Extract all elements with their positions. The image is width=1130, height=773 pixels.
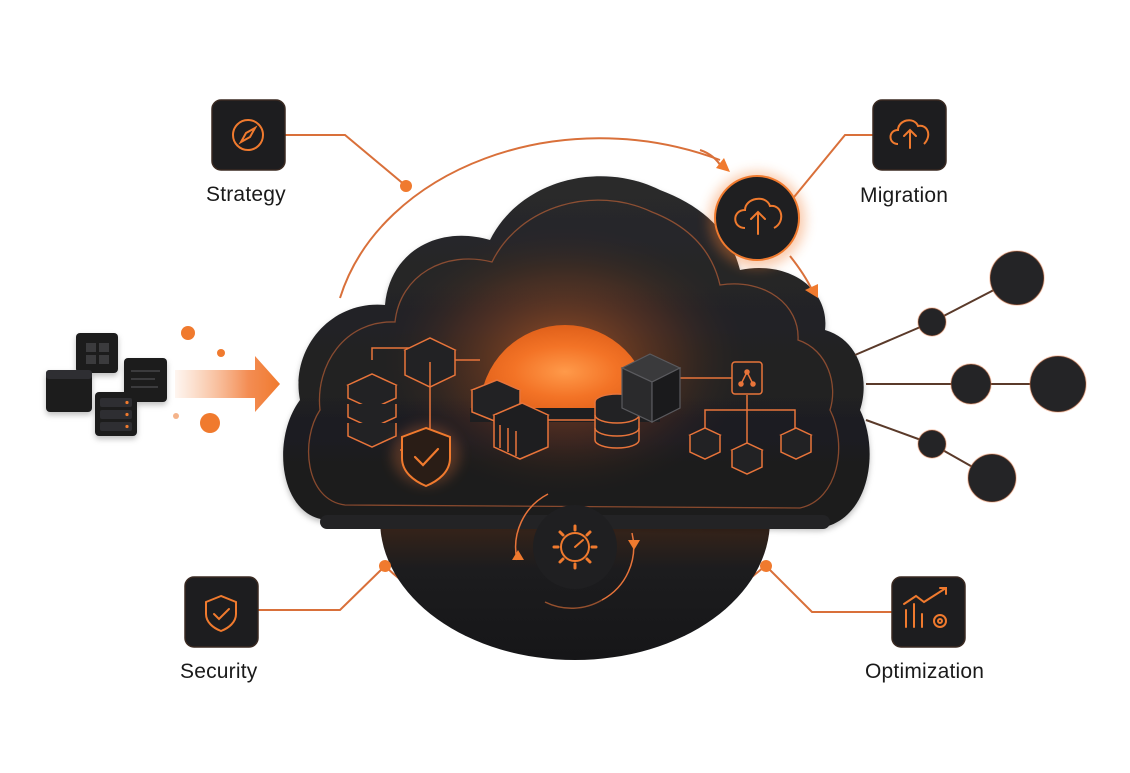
cube-icon-top xyxy=(403,337,457,388)
security-connector xyxy=(258,565,386,611)
cloud-bowl xyxy=(380,520,770,660)
strategy-node xyxy=(400,180,412,192)
security-tile xyxy=(184,576,259,648)
orbit-arc-top xyxy=(339,137,721,299)
growth-chart-gear-icon xyxy=(903,587,947,628)
strategy-tile xyxy=(211,99,286,171)
security-label: Security xyxy=(180,660,258,683)
outgoing-node-small-1 xyxy=(917,307,947,337)
gear-gauge-icon xyxy=(512,493,640,609)
core-sun xyxy=(480,325,650,410)
optimization-connector xyxy=(765,565,892,613)
small-cubes xyxy=(688,427,813,475)
cloud-upload-icon-badge xyxy=(734,197,783,235)
outgoing-node-large-2 xyxy=(1029,355,1087,413)
optimization-label: Optimization xyxy=(865,660,985,683)
outgoing-node-small-3 xyxy=(917,429,947,459)
app-window-tile xyxy=(46,370,92,412)
shield-check-icon-tile xyxy=(205,594,237,633)
cloud-upload-icon xyxy=(889,119,930,149)
compass-icon xyxy=(232,119,264,151)
app-grid-tile xyxy=(76,333,118,373)
incoming-arrow xyxy=(175,356,280,412)
migration-connector xyxy=(784,134,873,209)
server-stack-icon xyxy=(346,373,398,448)
cube-icon-large xyxy=(620,353,682,423)
migration-label: Migration xyxy=(860,184,949,207)
shield-check-icon xyxy=(392,425,460,488)
strategy-connector xyxy=(285,134,407,187)
outgoing-node-large-3 xyxy=(967,453,1017,503)
outgoing-nodes xyxy=(917,250,1087,503)
app-tiles xyxy=(46,333,167,436)
security-node xyxy=(379,560,391,572)
migration-tile xyxy=(872,99,947,171)
outgoing-node-mid-2 xyxy=(950,363,992,405)
strategy-label: Strategy xyxy=(206,183,286,206)
incoming-dots xyxy=(173,326,225,433)
network-node-icon xyxy=(731,361,763,395)
container-icon xyxy=(492,402,550,460)
optimization-node xyxy=(760,560,772,572)
optimization-tile xyxy=(891,576,966,648)
outgoing-node-large-1 xyxy=(989,250,1045,306)
